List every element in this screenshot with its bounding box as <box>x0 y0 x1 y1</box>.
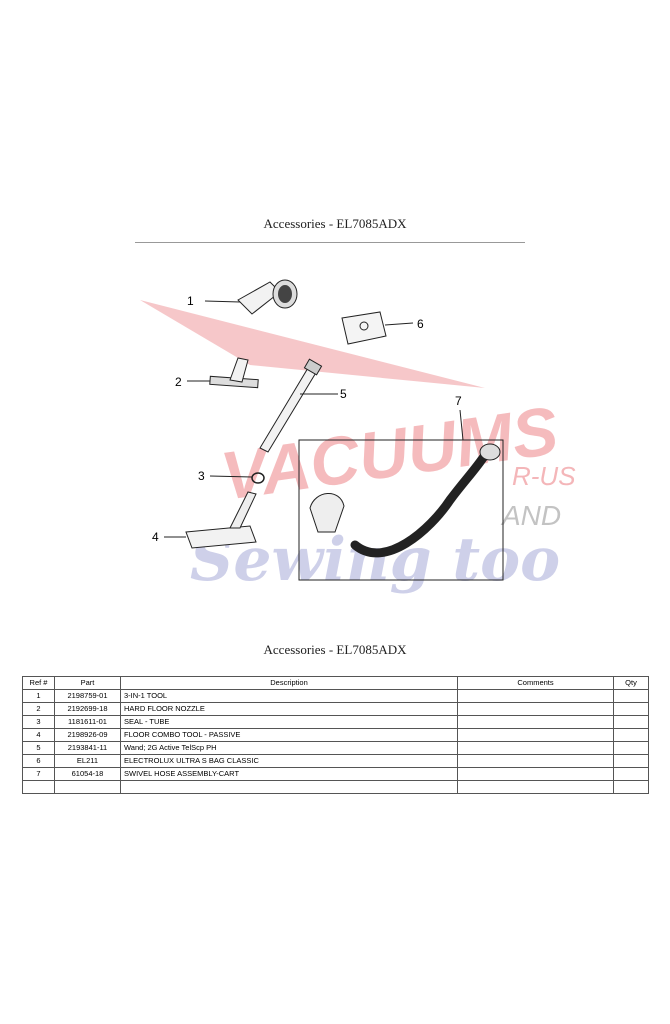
cell-description: ELECTROLUX ULTRA S BAG CLASSIC <box>120 754 458 768</box>
table-row-empty <box>22 780 649 794</box>
cell-part: 2198759-01 <box>54 689 121 703</box>
part-3-tube-seal <box>251 472 265 484</box>
cell-part: EL211 <box>54 754 121 768</box>
cell-ref <box>22 780 55 794</box>
column-header-comments: Comments <box>457 676 614 690</box>
cell-comments <box>457 702 614 716</box>
cell-ref: 6 <box>22 754 55 768</box>
exploded-parts-diagram: VACUUMS R-US AND Sewing too 1 6 2 5 3 4 <box>140 279 576 595</box>
callout-6: 6 <box>417 317 424 331</box>
cell-qty <box>613 702 649 716</box>
part-1-three-in-one-tool <box>237 279 298 315</box>
column-header-description: Description <box>120 676 458 690</box>
callout-2: 2 <box>175 375 182 389</box>
part-7-swivel-hose <box>309 443 501 558</box>
cell-comments <box>457 728 614 742</box>
cell-description: SEAL - TUBE <box>120 715 458 729</box>
cell-qty <box>613 689 649 703</box>
cell-comments <box>457 689 614 703</box>
cell-comments <box>457 780 614 794</box>
cell-qty <box>613 780 649 794</box>
callout-7: 7 <box>455 394 462 408</box>
watermark-and-text: AND <box>500 500 561 531</box>
part-6-vacuum-bag <box>341 311 387 345</box>
cell-ref: 3 <box>22 715 55 729</box>
cell-description <box>120 780 458 794</box>
table-row: 6 EL211 ELECTROLUX ULTRA S BAG CLASSIC <box>22 754 649 768</box>
cell-comments <box>457 715 614 729</box>
callout-4: 4 <box>152 530 159 544</box>
part-7-box <box>298 439 504 581</box>
callout-1: 1 <box>187 294 194 308</box>
table-row: 3 1181611-01 SEAL - TUBE <box>22 715 649 729</box>
cell-ref: 2 <box>22 702 55 716</box>
cell-part: 2193841-11 <box>54 741 121 755</box>
cell-description: SWIVEL HOSE ASSEMBLY-CART <box>120 767 458 781</box>
part-5-telescopic-wand <box>259 358 323 453</box>
column-header-part: Part <box>54 676 121 690</box>
part-2-hard-floor-nozzle <box>209 357 259 389</box>
cell-comments <box>457 754 614 768</box>
cell-part: 2198926-09 <box>54 728 121 742</box>
cell-ref: 4 <box>22 728 55 742</box>
parts-table-container: Ref # Part Description Comments Qty 1 21… <box>22 676 649 794</box>
page-title: Accessories - EL7085ADX <box>263 216 407 231</box>
cell-comments <box>457 741 614 755</box>
column-header-qty: Qty <box>613 676 649 690</box>
table-header-row: Ref # Part Description Comments Qty <box>22 676 649 690</box>
part-4-floor-combo-tool <box>185 491 257 549</box>
cell-qty <box>613 728 649 742</box>
cell-qty <box>613 741 649 755</box>
table-row: 2 2192699-18 HARD FLOOR NOZZLE <box>22 702 649 716</box>
cell-description: HARD FLOOR NOZZLE <box>120 702 458 716</box>
cell-qty <box>613 767 649 781</box>
cell-part <box>54 780 121 794</box>
cell-description: Wand; 2G Active TelScp PH <box>120 741 458 755</box>
cell-ref: 5 <box>22 741 55 755</box>
cell-ref: 1 <box>22 689 55 703</box>
callout-5: 5 <box>340 387 347 401</box>
cell-comments <box>457 767 614 781</box>
table-row: 1 2198759-01 3-IN-1 TOOL <box>22 689 649 703</box>
watermark-pennant <box>140 300 485 388</box>
cell-part: 2192699-18 <box>54 702 121 716</box>
watermark-vacuums-text: VACUUMS <box>217 392 563 514</box>
cell-ref: 7 <box>22 767 55 781</box>
cell-qty <box>613 754 649 768</box>
table-row: 4 2198926-09 FLOOR COMBO TOOL - PASSIVE <box>22 728 649 742</box>
cell-part: 1181611-01 <box>54 715 121 729</box>
parts-table: Ref # Part Description Comments Qty 1 21… <box>22 676 649 794</box>
column-header-ref: Ref # <box>22 676 55 690</box>
callout-3: 3 <box>198 469 205 483</box>
cell-description: FLOOR COMBO TOOL - PASSIVE <box>120 728 458 742</box>
section-title: Accessories - EL7085ADX <box>263 642 407 657</box>
watermark-rus-text: R-US <box>512 461 576 491</box>
title-divider <box>135 242 525 243</box>
cell-part: 61054-18 <box>54 767 121 781</box>
cell-qty <box>613 715 649 729</box>
table-row: 7 61054-18 SWIVEL HOSE ASSEMBLY-CART <box>22 767 649 781</box>
cell-description: 3-IN-1 TOOL <box>120 689 458 703</box>
table-row: 5 2193841-11 Wand; 2G Active TelScp PH <box>22 741 649 755</box>
